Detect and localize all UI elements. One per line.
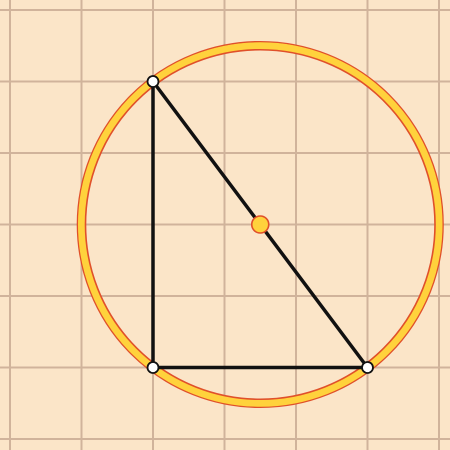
vertex-handle-top[interactable]	[146, 75, 160, 88]
circumcircle-outer-edge	[76, 40, 444, 409]
vertex-handle-bottom-right[interactable]	[361, 361, 374, 374]
circumcircle	[76, 40, 444, 409]
vertex-handles	[146, 75, 374, 374]
circumcircle-band	[78, 42, 443, 407]
circumcircle-inner-edge	[84, 48, 436, 401]
circumcenter-point[interactable]	[250, 215, 270, 234]
vertex-handle-right-angle[interactable]	[146, 361, 160, 374]
circumcenter[interactable]	[250, 215, 270, 234]
